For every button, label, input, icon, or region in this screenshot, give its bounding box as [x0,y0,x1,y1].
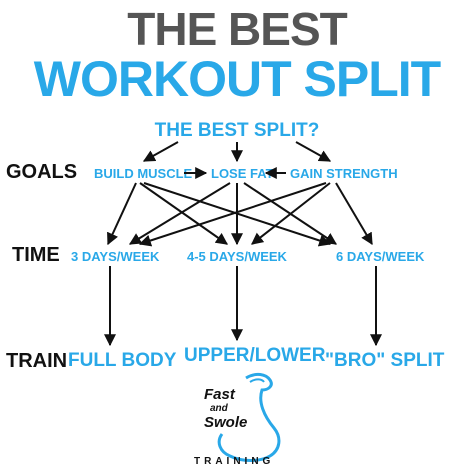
split-bro: "BRO" SPLIT [325,350,445,371]
goal-gain-strength: GAIN STRENGTH [290,166,398,181]
arrow-question-to-gain-strength [295,141,332,162]
row-label-train: TRAIN [6,350,68,372]
arrow-build-muscle-to-4-5-days [139,182,228,245]
logo-word-fast: Fast [204,386,235,403]
fast-and-swole-logo: Fast and Swole TRAINING [190,372,300,472]
logo-word-swole: Swole [204,414,248,431]
flexed-arm-icon [217,372,281,462]
split-full-body: FULL BODY [68,350,177,371]
time-3-days: 3 DAYS/WEEK [71,249,160,264]
arrow-lose-fat-to-3-days [128,182,231,245]
time-6-days: 6 DAYS/WEEK [336,249,425,264]
arrow-gain-strength-to-6-days [335,182,373,246]
page-title-line1: THE BEST [127,3,347,55]
row-label-goals: GOALS [6,161,78,183]
goal-lose-fat: LOSE FAT [211,166,274,181]
arrow-gain-strength-to-3-days [138,182,327,247]
arrow-gain-strength-to-4-5-days [251,182,331,245]
root-question: THE BEST SPLIT? [154,120,320,141]
arrow-question-to-build-muscle [142,141,179,162]
page-title-line2: WORKOUT SPLIT [33,51,441,107]
split-upper-lower: UPPER/LOWER [184,345,326,366]
goal-build-muscle: BUILD MUSCLE [94,166,193,181]
time-4-5-days: 4-5 DAYS/WEEK [187,249,287,264]
arrow-build-muscle-to-3-days [107,182,137,246]
row-label-time: TIME [12,244,60,266]
logo-word-training: TRAINING [194,456,275,467]
logo-word-and: and [210,403,228,414]
